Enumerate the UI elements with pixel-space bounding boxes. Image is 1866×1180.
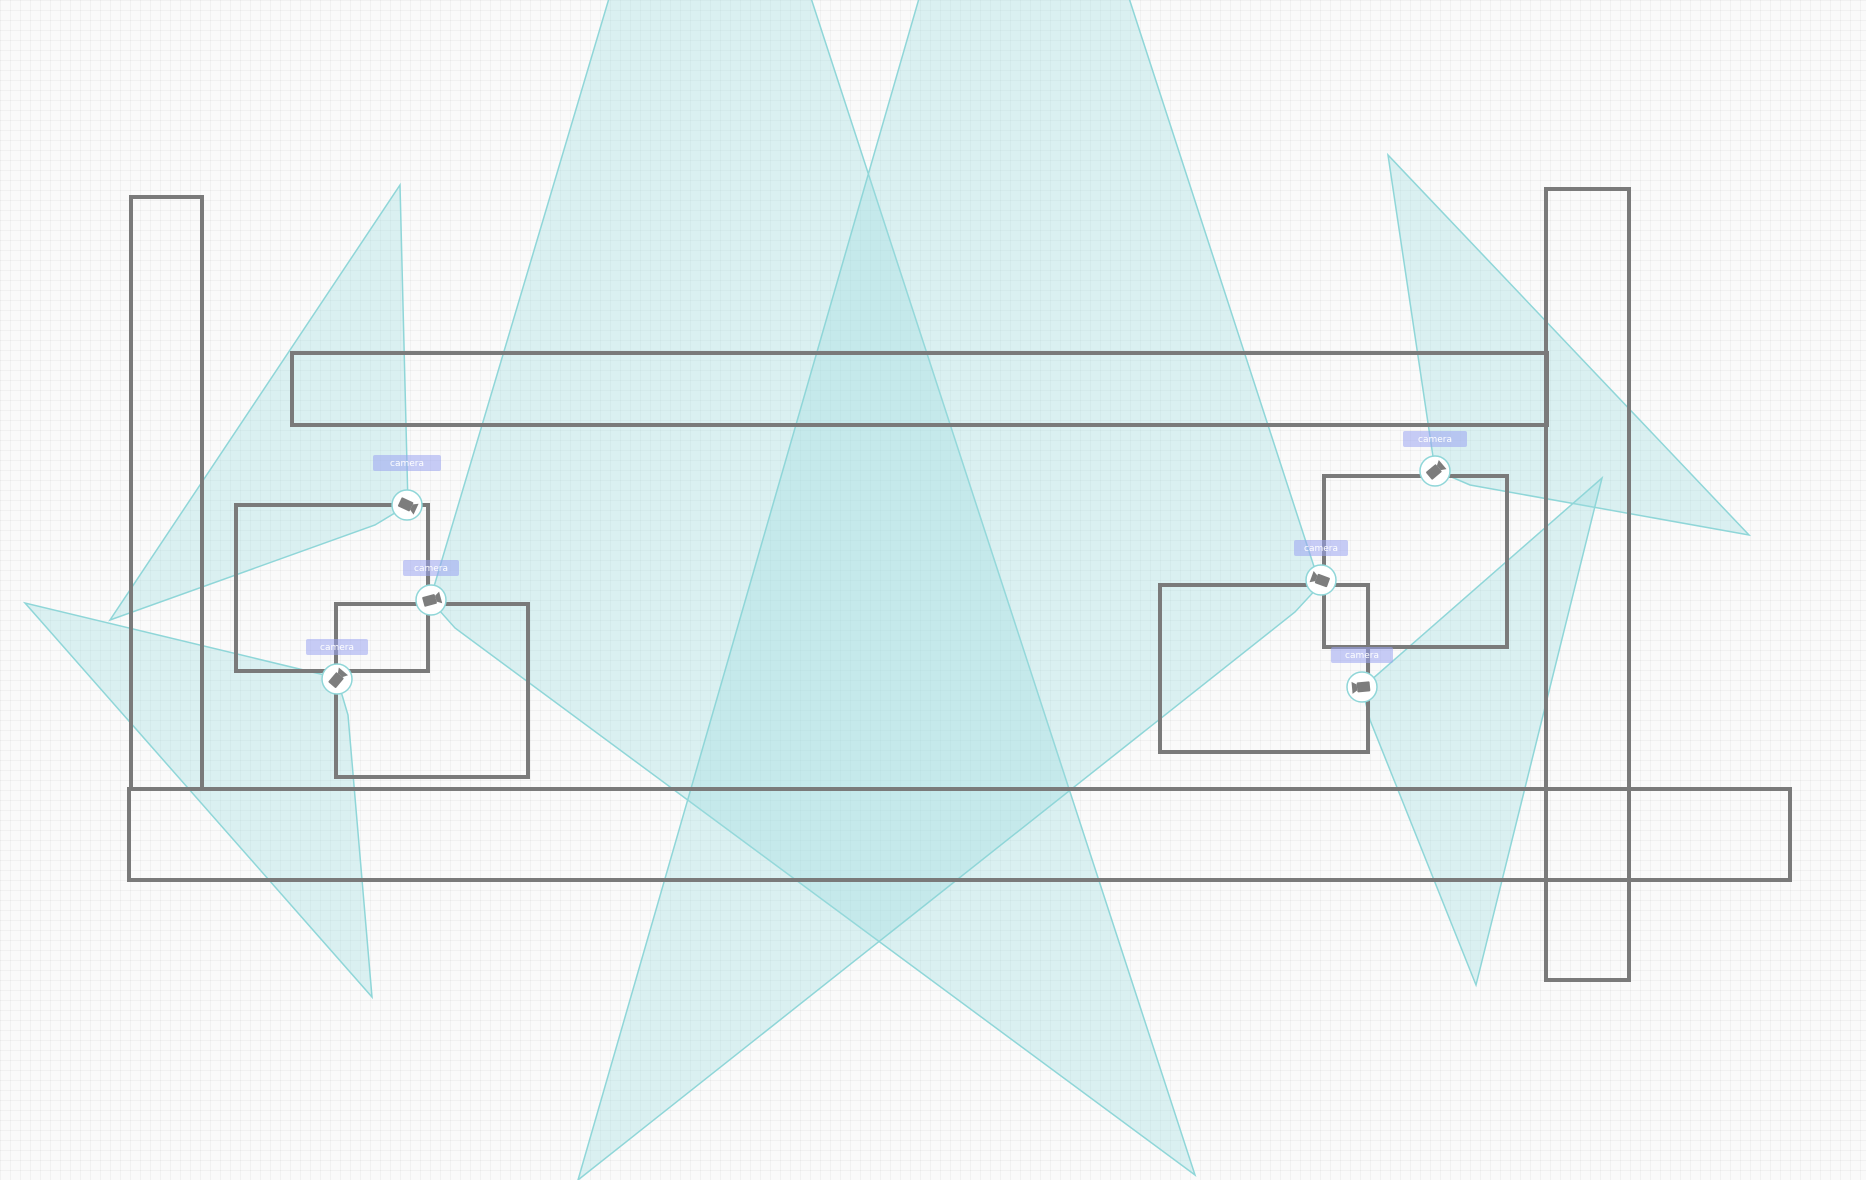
svg-text:camera: camera xyxy=(1418,435,1452,445)
fov-layer xyxy=(22,0,1752,1180)
wall-top-beam[interactable] xyxy=(290,351,1549,427)
camera-icon xyxy=(422,591,443,607)
wall-bottom-beam[interactable] xyxy=(127,787,1792,882)
camera-1[interactable]: camera xyxy=(373,455,441,521)
camera-icon xyxy=(328,667,349,688)
camera-5[interactable]: camera xyxy=(1294,540,1348,596)
fov-cone-camera-5 xyxy=(577,0,1321,1180)
camera-tag: camera xyxy=(373,455,441,471)
fov-cone-camera-4 xyxy=(1386,152,1752,537)
fov-cone-camera-2 xyxy=(22,601,373,1000)
svg-text:camera: camera xyxy=(1304,544,1338,554)
svg-text:camera: camera xyxy=(414,564,448,574)
camera-icon xyxy=(1426,459,1447,480)
svg-text:camera: camera xyxy=(320,643,354,653)
camera-tag: camera xyxy=(403,560,459,576)
camera-tag: camera xyxy=(306,639,368,655)
wall-right-pillar[interactable] xyxy=(1544,187,1631,982)
camera-icon xyxy=(1351,681,1371,694)
camera-2[interactable]: camera xyxy=(306,639,368,695)
camera-tag: camera xyxy=(1331,647,1393,663)
camera-4[interactable]: camera xyxy=(1403,431,1467,487)
svg-text:camera: camera xyxy=(390,459,424,469)
camera-tag: camera xyxy=(1403,431,1467,447)
camera-tag: camera xyxy=(1294,540,1348,556)
camera-layer: camera camera xyxy=(306,431,1467,703)
wall-right-room-a[interactable] xyxy=(1158,583,1370,754)
camera-icon xyxy=(397,497,419,515)
fov-cone-camera-1 xyxy=(108,182,409,622)
svg-text:camera: camera xyxy=(1345,651,1379,661)
fov-cone-camera-6 xyxy=(1361,475,1604,988)
camera-3[interactable]: camera xyxy=(403,560,459,616)
camera-icon xyxy=(1309,570,1330,588)
wall-right-room-b[interactable] xyxy=(1322,474,1509,649)
camera-6[interactable]: camera xyxy=(1331,647,1393,703)
